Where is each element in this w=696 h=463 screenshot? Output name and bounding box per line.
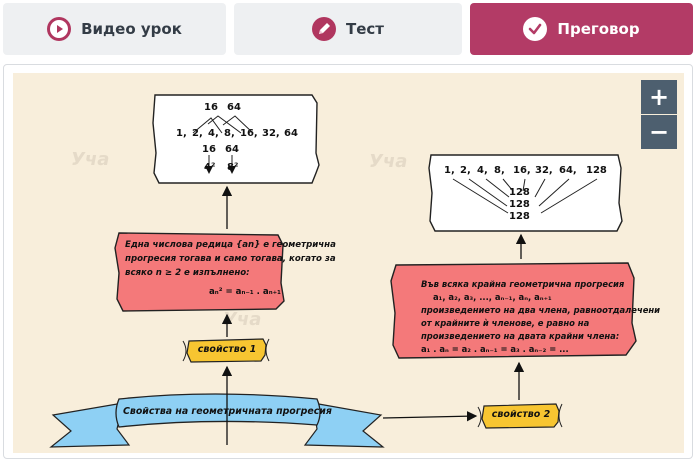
right-box-number: 128 [509, 187, 530, 198]
right-box-number: 128 [509, 199, 530, 210]
right-box-number: 8, [494, 165, 505, 176]
plus-icon: + [648, 83, 670, 111]
left-box-number: 16 [204, 102, 218, 113]
left-box-number: 4² [204, 162, 216, 173]
right-box-number: 2, [460, 165, 471, 176]
left-box-number: 8² [227, 162, 239, 173]
left-box-number: 64 [227, 102, 241, 113]
tab-label: Видео урок [81, 20, 182, 38]
tab-review[interactable]: Преговор [470, 3, 693, 55]
property2-note-bg [390, 262, 637, 359]
left-box-number: 2, [192, 128, 203, 139]
note-line: Една числова редица {an} е геометрична [125, 240, 336, 250]
definition-formula: aₙ² = aₙ₋₁ . aₙ₊₁ [209, 287, 281, 297]
left-paper-box [152, 94, 320, 184]
tab-test[interactable]: Тест [234, 3, 462, 55]
left-box-number: 16 [202, 144, 216, 155]
right-box-number: 128 [509, 211, 530, 222]
note-line: произведението на двата крайни члена: [421, 331, 620, 341]
zoom-in-button[interactable]: + [641, 80, 677, 114]
right-box-funnel [452, 178, 598, 214]
tab-label: Преговор [557, 20, 640, 38]
zoom-out-button[interactable]: − [641, 115, 677, 149]
arrow-banner-to-property2 [382, 410, 478, 422]
check-icon [523, 17, 548, 41]
right-box-number: 16, [513, 165, 531, 176]
left-box-number: 64 [284, 128, 298, 139]
note-line: от крайните ѝ членове, е равно на [421, 318, 590, 328]
main-banner-ribbon-right [303, 402, 385, 448]
note-line: прогресия тогава и само тогава, когато з… [125, 254, 336, 264]
tab-label: Тест [346, 20, 384, 38]
left-box-number: 64 [225, 144, 239, 155]
play-icon [47, 17, 72, 41]
review-board: Уча Уча Уча [3, 64, 693, 459]
right-box-number: 1, [444, 165, 455, 176]
watermark: Уча [369, 151, 408, 172]
main-banner-bg [115, 393, 321, 428]
watermark: Уча [71, 149, 110, 170]
left-box-number: 32, [262, 128, 280, 139]
left-box-number: 16, [240, 128, 258, 139]
property2-formula: a₁ . aₙ = a₂ . aₙ₋₁ = a₃ . aₙ₋₂ = ... [421, 344, 569, 354]
property2-scroll-bg [481, 403, 560, 429]
right-box-number: 32, [535, 165, 553, 176]
right-box-number: 128 [586, 165, 607, 176]
minus-icon: − [648, 118, 670, 146]
note-line: произведението на два члена, равноотдале… [421, 305, 661, 315]
note-line: всяко n ≥ 2 е изпълнено: [125, 268, 250, 278]
watermark: Уча [223, 309, 262, 330]
mind-map-canvas[interactable]: Уча Уча Уча [13, 73, 684, 453]
property2-label[interactable]: свойство 2 [491, 409, 551, 420]
left-box-number: 4, [208, 128, 219, 139]
definition-note-bg [114, 232, 285, 312]
property1-scroll-bg [186, 338, 267, 363]
note-line: Във всяка крайна геометрична прогресия [421, 279, 625, 289]
diagram-drawing [49, 94, 637, 448]
tab-video-lesson[interactable]: Видео урок [3, 3, 226, 55]
pencil-icon [312, 17, 336, 41]
right-paper-box [428, 154, 623, 232]
left-box-number: 8, [224, 128, 235, 139]
left-box-number: 1, [176, 128, 187, 139]
left-box-connector [192, 115, 254, 134]
right-box-number: 4, [477, 165, 488, 176]
note-line: a₁, a₂, a₃, ..., aₙ₋₁, aₙ, aₙ₊₁ [433, 292, 552, 302]
right-box-number: 64, [559, 165, 577, 176]
property1-label[interactable]: свойство 1 [197, 344, 257, 355]
main-banner-label[interactable]: Свойства на геометричната прогресия [123, 406, 332, 417]
